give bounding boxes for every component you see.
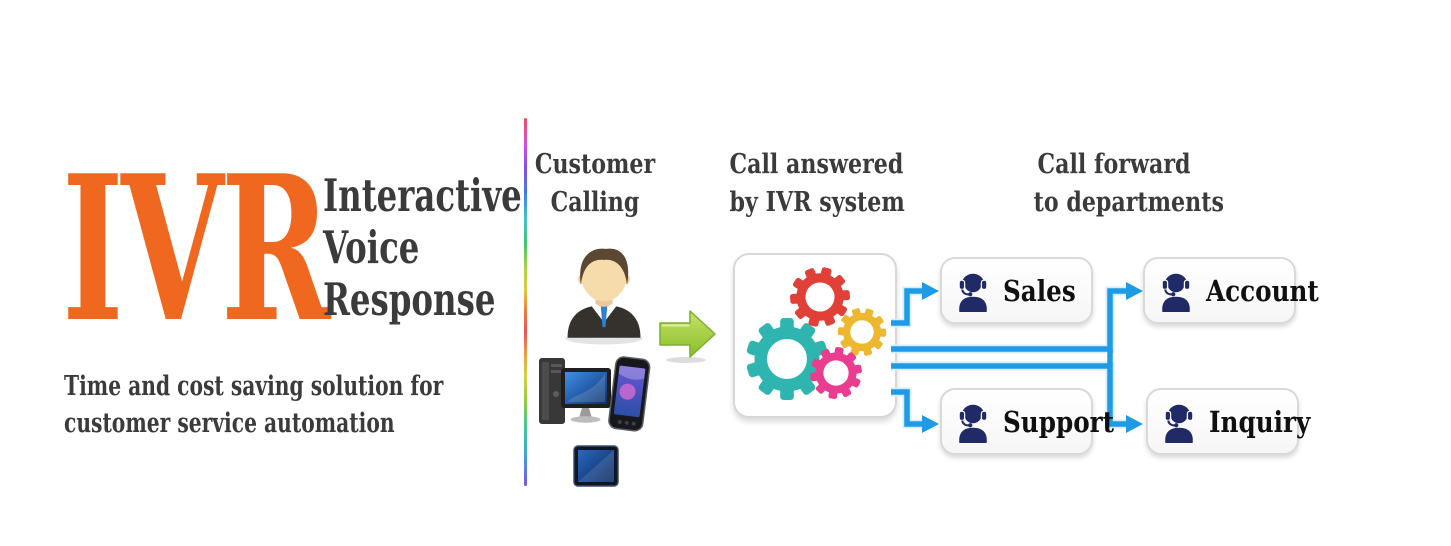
heading-customer-calling: Customer Calling bbox=[521, 146, 669, 222]
gears-icon bbox=[734, 253, 896, 416]
arrow-to-inquiry bbox=[891, 363, 1127, 427]
brand-name: Interactive Voice Response bbox=[323, 170, 522, 326]
headset-agent-icon bbox=[1160, 272, 1192, 312]
heading-call-forward: Call forward to departments bbox=[1033, 146, 1224, 222]
customer-avatar-icon bbox=[565, 248, 643, 345]
brand-acronym: IVR bbox=[62, 132, 331, 367]
heading-line: Calling bbox=[550, 187, 640, 218]
brand-name-line-1: Interactive bbox=[323, 169, 522, 222]
tagline-line-1: Time and cost saving solution for bbox=[64, 371, 444, 402]
department-label: Account bbox=[1206, 273, 1319, 308]
department-box-account: Account bbox=[1143, 257, 1319, 324]
tagline-line-2: customer service automation bbox=[64, 408, 395, 439]
headset-agent-icon bbox=[957, 403, 989, 443]
brand-tagline: Time and cost saving solution for custom… bbox=[64, 368, 443, 442]
headset-agent-icon bbox=[957, 272, 989, 312]
department-box-inquiry: Inquiry bbox=[1146, 388, 1310, 455]
department-label: Inquiry bbox=[1209, 404, 1311, 439]
arrow-to-support bbox=[891, 389, 923, 427]
heading-line: Call forward bbox=[1037, 149, 1191, 180]
heading-line: Customer bbox=[534, 149, 656, 180]
desktop-computer-icon bbox=[539, 358, 611, 424]
department-label: Support bbox=[1003, 404, 1115, 439]
department-box-support: Support bbox=[940, 388, 1114, 455]
connector-arrows bbox=[891, 282, 1143, 433]
heading-call-answered: Call answered by IVR system bbox=[729, 146, 905, 222]
brand-name-line-2: Voice bbox=[323, 221, 420, 274]
rainbow-divider bbox=[524, 118, 527, 486]
heading-line: to departments bbox=[1033, 187, 1224, 218]
flow-arrow-icon bbox=[659, 310, 716, 363]
arrow-to-account bbox=[891, 288, 1127, 352]
brand-name-line-3: Response bbox=[323, 273, 496, 326]
heading-line: by IVR system bbox=[729, 187, 905, 218]
heading-line: Call answered bbox=[729, 149, 904, 180]
headset-agent-icon bbox=[1163, 403, 1195, 443]
department-label: Sales bbox=[1003, 273, 1076, 308]
ivr-system-box bbox=[733, 253, 897, 418]
smartphone-icon bbox=[608, 356, 651, 432]
tablet-icon bbox=[573, 445, 619, 487]
arrow-to-sales bbox=[891, 288, 923, 326]
department-box-sales: Sales bbox=[940, 257, 1093, 324]
